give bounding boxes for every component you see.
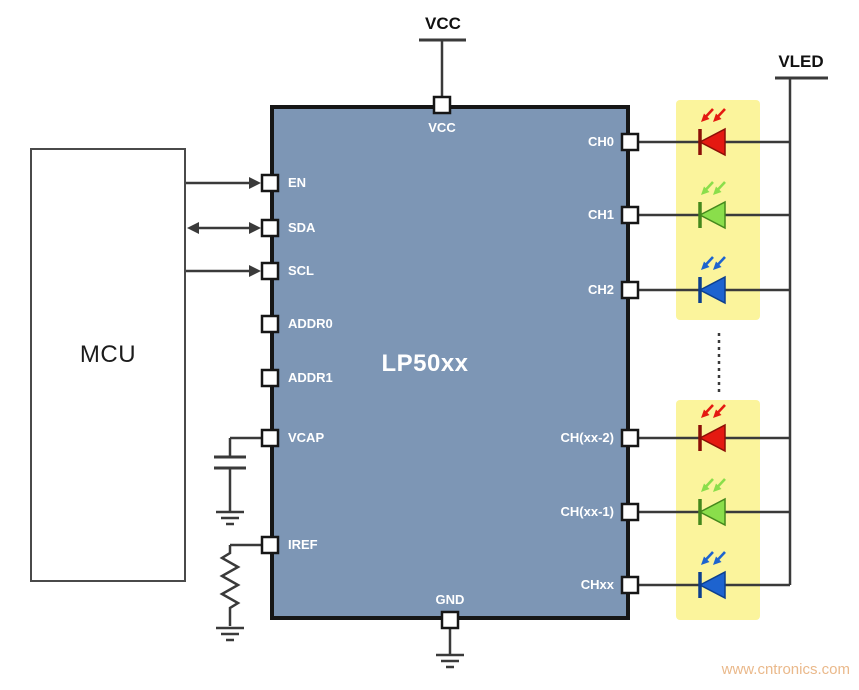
pin-label-ch0: CH0 — [587, 134, 614, 149]
mcu-label: MCU — [79, 341, 137, 368]
watermark-text: www.cntronics.com — [721, 661, 850, 678]
led-symbol-red — [698, 404, 726, 453]
sda-arrowhead-left — [187, 222, 199, 234]
pin-label-addr0: ADDR0 — [288, 316, 333, 331]
pin-label-gnd: GND — [435, 592, 465, 607]
pin-label-vcap: VCAP — [288, 430, 325, 445]
resistor-symbol — [219, 545, 241, 626]
led-symbol-green — [698, 478, 726, 527]
led-group-highlight-bottom — [676, 400, 760, 620]
led-group-highlight-top — [676, 100, 760, 320]
arrowheads — [187, 177, 261, 277]
chip-label: LP50xx — [381, 350, 469, 377]
pin-label-en: EN — [288, 175, 307, 190]
led-symbol-blue — [698, 551, 726, 600]
pin-label-ch1: CH1 — [587, 207, 614, 222]
pin-label-addr1: ADDR1 — [288, 370, 333, 385]
mcu-block — [30, 148, 186, 582]
lp50xx-block — [270, 105, 630, 620]
vcc-rail-label: VCC — [425, 14, 461, 33]
led-symbols — [698, 108, 726, 600]
pin-label-chxx-2: CH(xx-2) — [560, 430, 614, 445]
led-symbol-green — [698, 181, 726, 230]
pin-label-chxx: CHxx — [580, 577, 614, 592]
sda-arrowhead-right — [249, 222, 261, 234]
pin-label-scl: SCL — [288, 263, 314, 278]
led-symbol-blue — [698, 256, 726, 305]
pin-label-iref: IREF — [288, 537, 318, 552]
en-arrowhead — [249, 177, 261, 189]
pin-label-chxx-1: CH(xx-1) — [560, 504, 614, 519]
pin-label-ch2: CH2 — [587, 282, 614, 297]
pin-label-sda: SDA — [288, 220, 316, 235]
led-symbol-red — [698, 108, 726, 157]
vled-rail-label: VLED — [778, 52, 824, 71]
scl-arrowhead — [249, 265, 261, 277]
pin-label-vcc: VCC — [428, 120, 456, 135]
